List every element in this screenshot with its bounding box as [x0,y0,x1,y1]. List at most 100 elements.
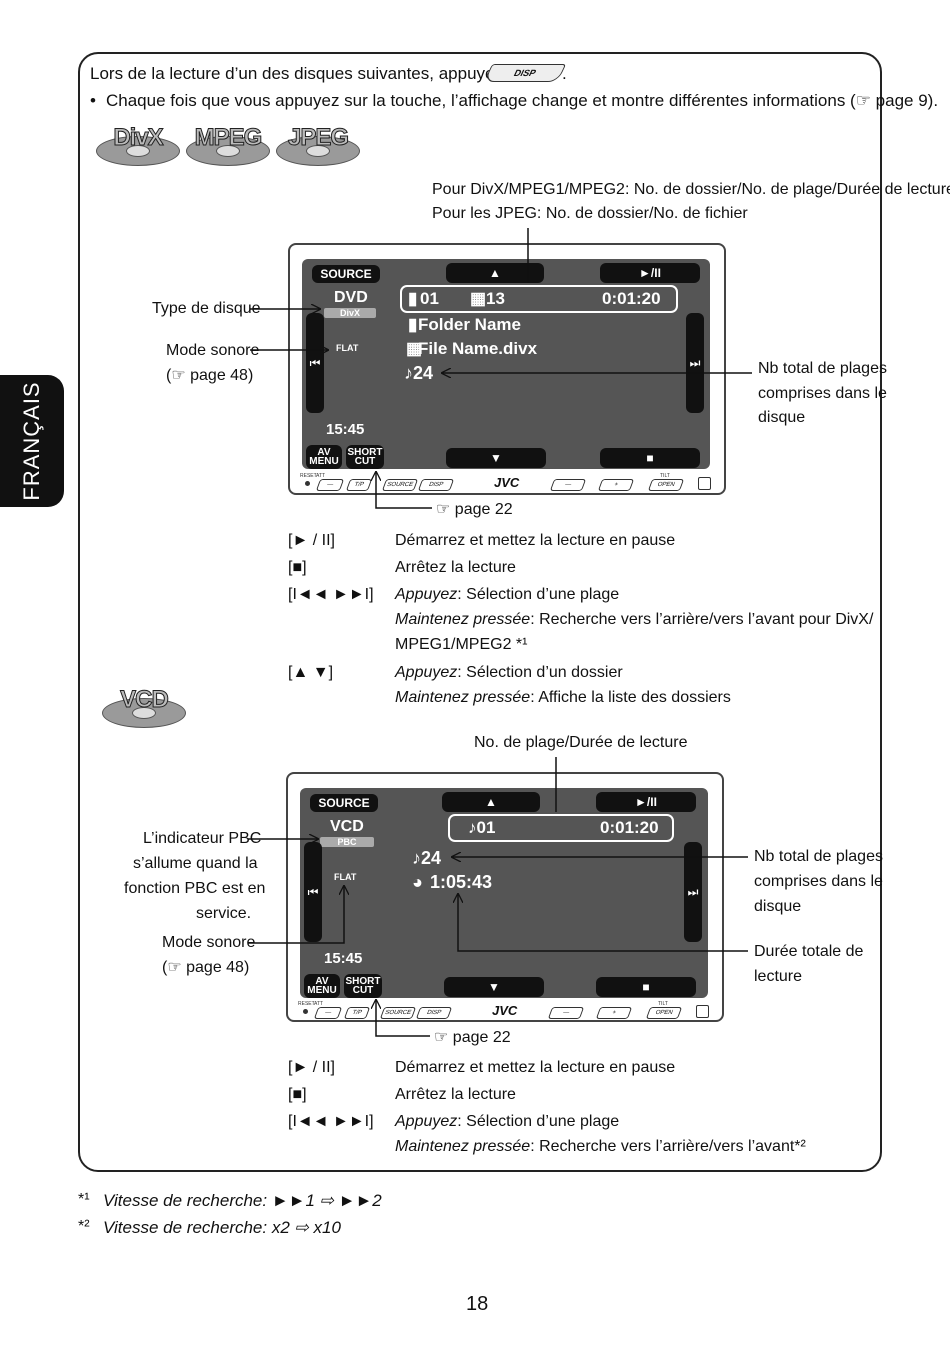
tilt-label: TILT [660,473,670,479]
desc-skip-hold: Maintenez pressée: Recherche vers l’arri… [395,611,874,628]
reset-label: RESET [300,473,317,479]
callout-total-l2: comprises dans le [754,873,883,890]
footnote-mark-1: *¹ [78,1191,90,1208]
reset-button[interactable] [303,1009,308,1014]
down-button[interactable]: ▼ [444,977,544,997]
footnote-mark-2: *² [78,1218,90,1235]
file-name: File Name.divx [418,339,538,358]
play-pause-button[interactable]: ►/II [600,263,700,283]
disc-divx-icon: DivX [96,124,180,166]
prev-button[interactable]: ⏮ [306,313,324,413]
sound-mode-label: FLAT [334,872,357,882]
file-number: 13 [486,289,505,308]
key-skip: [I◄◄ ►►I] [288,586,374,603]
disc-vcd-icon: VCD [102,686,186,728]
callout-pbc-l4: service. [196,905,252,922]
callout-vcd-track: No. de plage/Durée de lecture [474,734,688,751]
callout-sound-ref: (☞ page 48) [166,367,254,384]
clock: 15:45 [326,421,365,438]
page-number: 18 [466,1293,489,1315]
callout-pbc-l3: fonction PBC est en [124,880,266,897]
device-vcd: SOURCE ▲ ►/II VCD PBC ♪01 0:01:20 ♪24 ◕ … [286,772,724,1022]
folder-icon: ▮ [408,315,418,334]
key-stop: [■] [288,559,307,576]
desc-play-pause: Démarrez et mettez la lecture en pause [395,1059,676,1076]
att-label: ATT [316,473,326,479]
disc-sub-label: DivX [324,308,376,318]
eject-square[interactable] [696,1005,709,1018]
callout-duration-l1: Durée totale de [754,943,864,960]
total-tracks: ♪24 [412,848,442,868]
desc-stop: Arrêtez la lecture [395,1086,516,1103]
reset-button[interactable] [305,481,310,486]
key-play-pause: [► / II] [288,532,335,549]
callout-total-l3: disque [754,898,802,915]
disc-mpeg-icon: MPEG [186,124,270,166]
disc-type-label: VCD [330,818,364,835]
disc-jpeg-icon: JPEG [276,124,360,166]
leader-sound-mode-2 [248,886,344,944]
callout-jpeg-info: Pour les JPEG: No. de dossier/No. de fic… [432,205,748,222]
desc-skip: Appuyez: Sélection d’une plage [395,1113,620,1130]
pbc-indicator: PBC [320,837,374,847]
info-box [448,814,674,842]
up-button[interactable]: ▲ [446,263,544,283]
folder-icon: ▮ [408,289,418,308]
key-stop: [■] [288,1086,307,1103]
prev-button[interactable]: ⏮ [304,842,322,942]
short-cut-button[interactable]: SHORT CUT [344,974,382,998]
callout-sound-ref: (☞ page 48) [162,959,250,976]
next-button[interactable]: ⏭ [686,313,704,413]
file-icon: ▦ [406,339,423,358]
eject-square[interactable] [698,477,711,490]
callout-duration-l2: lecture [754,968,803,985]
desc-stop: Arrêtez la lecture [395,559,516,576]
av-menu-button[interactable]: AV MENU [304,974,340,998]
folder-number: 01 [420,289,439,308]
jvc-logo: JVC [494,475,520,490]
leader-short-cut-2 [376,1000,430,1037]
source-button[interactable]: SOURCE [310,794,378,812]
callout-folder-info: Pour DivX/MPEG1/MPEG2: No. de dossier/No… [432,181,950,198]
stop-button[interactable]: ■ [600,448,700,468]
folder-name: Folder Name [418,315,521,334]
clock-icon: ◕ [412,872,423,892]
content-frame [78,52,882,1172]
short-cut-button[interactable]: SHORT CUT [346,445,384,469]
callout-total-l3: disque [758,409,806,426]
callout-page-ref: ☞ page 22 [436,501,513,518]
play-pause-button[interactable]: ►/II [596,792,696,812]
footnote-text-2: Vitesse de recherche: x2 ⇨ x10 [103,1218,341,1237]
key-play-pause: [► / II] [288,1059,335,1076]
av-menu-button[interactable]: AV MENU [306,445,342,469]
callout-total-l2: comprises dans le [758,385,887,402]
att-label: ATT [314,1001,324,1007]
source-button[interactable]: SOURCE [312,265,380,283]
callout-page-ref: ☞ page 22 [434,1029,511,1046]
desc-play-pause: Démarrez et mettez la lecture en pause [395,532,676,549]
callout-pbc-l1: L’indicateur PBC [143,830,262,847]
callout-pbc-l2: s’allume quand la [133,855,258,872]
up-button[interactable]: ▲ [442,792,540,812]
desc-skip-hold-cont: MPEG1/MPEG2 *¹ [395,636,528,653]
next-button[interactable]: ⏭ [684,842,702,942]
total-tracks: ♪24 [404,363,434,383]
tilt-label: TILT [658,1001,668,1007]
sound-mode-label: FLAT [336,343,359,353]
key-folder: [▲ ▼] [288,664,334,681]
down-button[interactable]: ▼ [446,448,546,468]
jvc-logo: JVC [492,1003,518,1018]
intro-line2: Chaque fois que vous appuyez sur la touc… [106,91,939,110]
total-time: 1:05:43 [430,872,493,892]
info-box [400,285,678,313]
screen-vcd [300,788,708,998]
key-skip: [I◄◄ ►►I] [288,1113,374,1130]
intro-period: . [562,64,567,83]
callout-sound-mode: Mode sonore [166,342,260,359]
callout-total-l1: Nb total de plages [754,848,883,865]
intro-line1: Lors de la lecture d’un des disques suiv… [90,64,532,83]
stop-button[interactable]: ■ [596,977,696,997]
reset-label: RESET [298,1001,315,1007]
desc-skip: Appuyez: Sélection d’une plage [395,586,620,603]
